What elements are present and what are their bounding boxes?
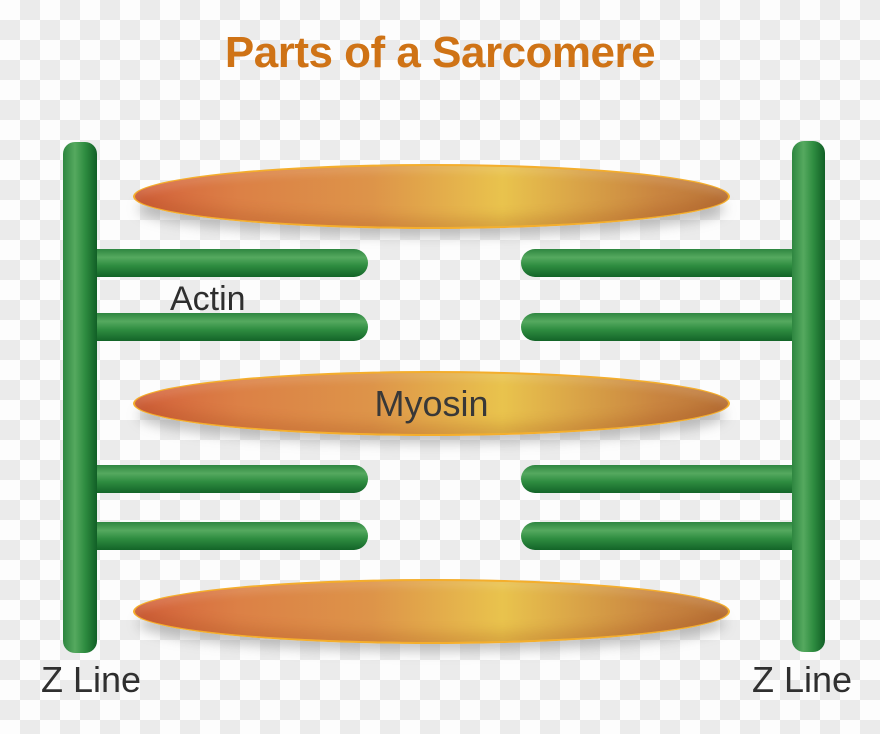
- myosin-filament-bottom: [133, 579, 730, 644]
- z-line-label-right: Z Line: [752, 659, 853, 700]
- myosin-label: Myosin: [374, 382, 489, 424]
- z-line-left-bar: [63, 142, 97, 653]
- actin-filament-lower-right-1: [521, 465, 804, 493]
- actin-filament-upper-left-1: [85, 249, 368, 277]
- myosin-filament-top: [133, 164, 730, 229]
- actin-filament-upper-right-1: [521, 249, 804, 277]
- actin-filament-lower-left-2: [85, 522, 368, 550]
- diagram-title: Parts of a Sarcomere: [224, 28, 656, 77]
- actin-label: Actin: [170, 280, 246, 318]
- actin-filament-lower-right-2: [521, 522, 804, 550]
- actin-filament-lower-left-1: [85, 465, 368, 493]
- myosin-filament-middle: Myosin: [133, 371, 730, 436]
- z-line-label-left: Z Line: [41, 659, 142, 700]
- actin-filament-upper-right-2: [521, 313, 804, 341]
- actin-filament-upper-left-2: [85, 313, 368, 341]
- z-line-right-bar: [792, 141, 825, 652]
